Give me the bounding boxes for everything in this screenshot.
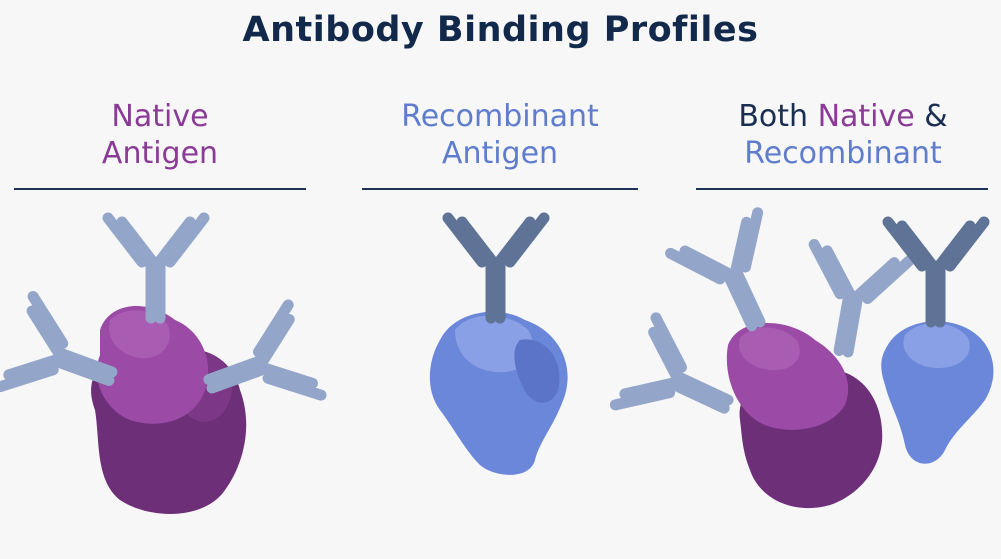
both-recombinant-protein — [881, 321, 994, 464]
both-divider — [696, 188, 988, 190]
native-antibody-top — [108, 218, 204, 318]
native-heading-line2: Antigen — [101, 136, 219, 171]
both-heading: Both Native & Recombinant — [700, 98, 986, 172]
both-word: Both — [738, 99, 818, 134]
recombinant-antigen-protein — [429, 311, 568, 475]
native-antigen-protein — [91, 306, 247, 514]
native-word: Native — [817, 99, 915, 134]
recombinant-antigen-heading: Recombinant Antigen — [370, 98, 630, 172]
recombinant-antibody — [448, 218, 544, 318]
both-heading-line2: Recombinant — [744, 136, 942, 171]
native-antigen-heading: Native Antigen — [60, 98, 260, 172]
recombinant-heading-line1: Recombinant — [401, 99, 599, 134]
recombinant-divider — [362, 188, 638, 190]
native-divider — [14, 188, 306, 190]
both-native-antibody-left — [615, 318, 746, 447]
both-native-protein — [726, 322, 883, 509]
native-heading-line1: Native — [111, 99, 209, 134]
recombinant-heading-line2: Antigen — [441, 136, 559, 171]
ampersand: & — [914, 99, 948, 134]
both-heading-line1: Both Native & — [700, 98, 986, 135]
page-title: Antibody Binding Profiles — [242, 10, 759, 50]
